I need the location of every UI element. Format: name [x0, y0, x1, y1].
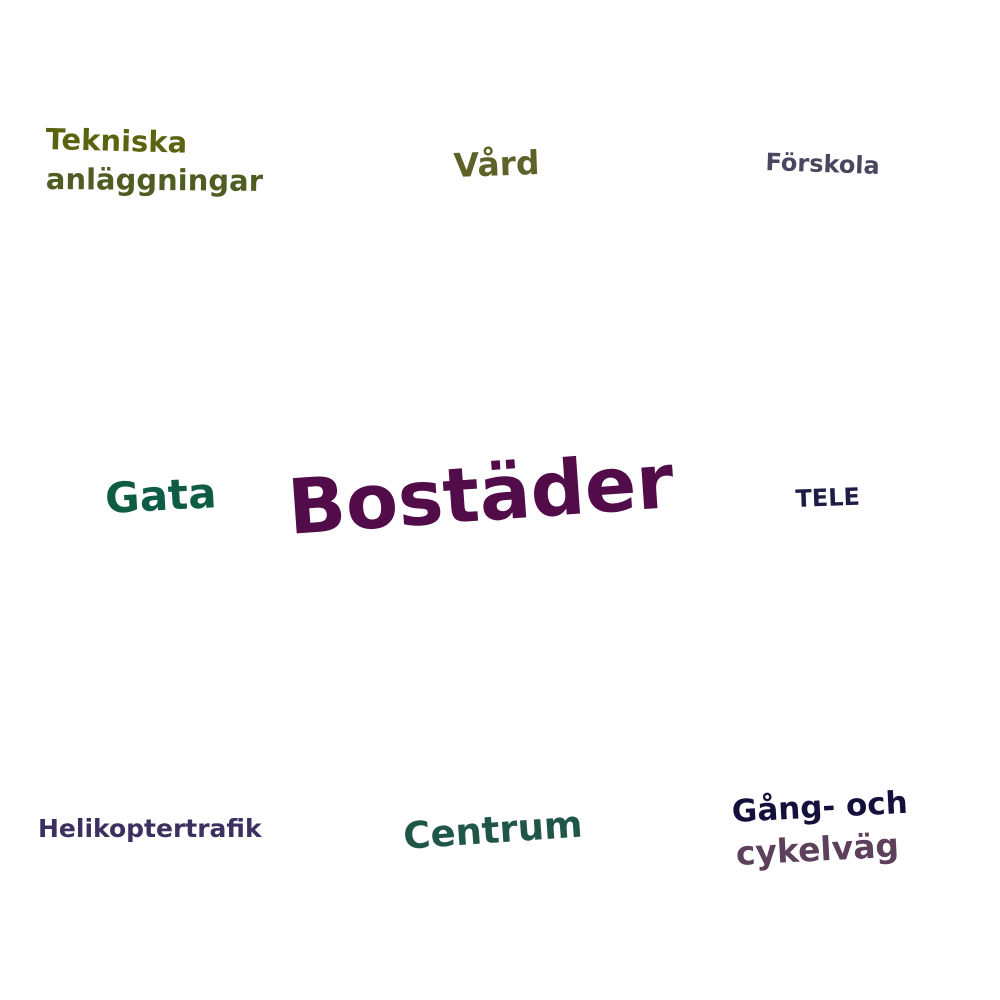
word-vard: Vård	[452, 143, 541, 185]
word-tekniska: Tekniska	[45, 122, 188, 160]
word-tele: TELE	[794, 482, 861, 513]
word-bostader: Bostäder	[284, 436, 677, 552]
word-gang-och: Gång- och	[730, 784, 909, 830]
word-gata: Gata	[103, 468, 218, 523]
word-anlaggningar: anläggningar	[45, 162, 264, 198]
word-forskola: Förskola	[765, 148, 881, 180]
word-helikoptertrafik: Helikoptertrafik	[38, 814, 262, 843]
word-cykelvag: cykelväg	[734, 825, 900, 873]
word-centrum: Centrum	[401, 802, 584, 858]
